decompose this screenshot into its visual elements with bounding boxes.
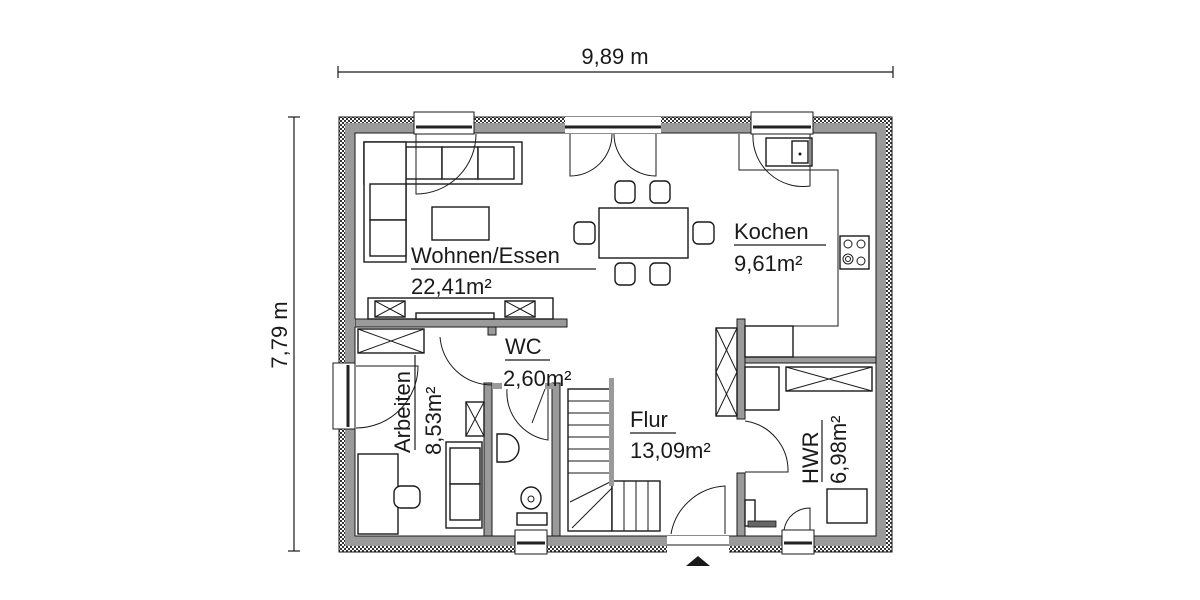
hwr-door-swing [744,420,789,473]
width-dimension-label: 9,89 m [581,44,648,69]
room-area-arbeiten: 8,53m² [421,387,446,455]
room-label-hwr: HWR 6,98m² [798,416,851,484]
room-name-hwr: HWR [798,431,823,484]
sofa [363,141,523,263]
room-name-wc: WC [505,334,542,359]
hwr-meter-strip [747,520,777,528]
arbeiten-window-swing [355,365,419,429]
room-name-flur: Flur [630,407,668,432]
desk [357,453,399,535]
bottom-openings [514,529,815,555]
kitchen-counter [738,133,839,327]
toilet-icon [516,486,548,526]
dining-table-set [573,180,715,286]
exterior-walls [338,116,893,553]
washer [744,366,780,411]
hwr-shelf-column [715,327,738,417]
patio-door-right [613,133,657,177]
room-label-wohnen: Wohnen/Essen 22,41m² [411,243,596,299]
room-label-arbeiten: Arbeiten 8,53m² [390,355,446,455]
room-area-hwr: 6,98m² [826,416,851,484]
patio-door-left [569,133,613,177]
top-openings [413,111,814,135]
room-label-kochen: Kochen 9,61m² [734,219,826,276]
height-dimension-label: 7,79 m [267,301,292,368]
hwr-cabinet [785,366,873,392]
guest-sofa [445,441,483,529]
room-area-flur: 13,09m² [630,438,711,463]
staircase [567,378,661,532]
wc-door-leaf [531,388,546,424]
room-name-wohnen: Wohnen/Essen [411,243,560,268]
arbeiten-door-swing [439,336,493,386]
room-name-kochen: Kochen [734,219,809,244]
wc-sink-icon [496,433,520,463]
height-dimension: 7,79 m [267,116,300,552]
entrance-arrow-icon [686,556,710,566]
interior-walls [345,318,877,537]
office-chair [393,485,421,509]
kitchen-fridge [744,325,794,358]
sideboard [367,297,554,320]
room-area-kochen: 9,61m² [734,251,802,276]
living-door-swing [415,133,477,195]
arbeiten-shelf [465,401,485,437]
wc-door-swing [506,388,549,441]
left-window [332,362,356,430]
room-area-wc: 2,60m² [503,366,571,391]
dryer [826,488,868,524]
front-door-swing [670,485,726,535]
hwr-window-swing [783,507,811,531]
room-label-wc: WC 2,60m² [503,334,571,391]
room-area-wohnen: 22,41m² [411,274,492,299]
room-label-flur: Flur 13,09m² [630,407,711,463]
coffee-table [431,206,490,241]
arbeiten-wardrobe [357,328,425,354]
room-name-arbeiten: Arbeiten [390,371,415,453]
width-dimension: 9,89 m [337,44,894,78]
stove-icon [839,235,870,270]
